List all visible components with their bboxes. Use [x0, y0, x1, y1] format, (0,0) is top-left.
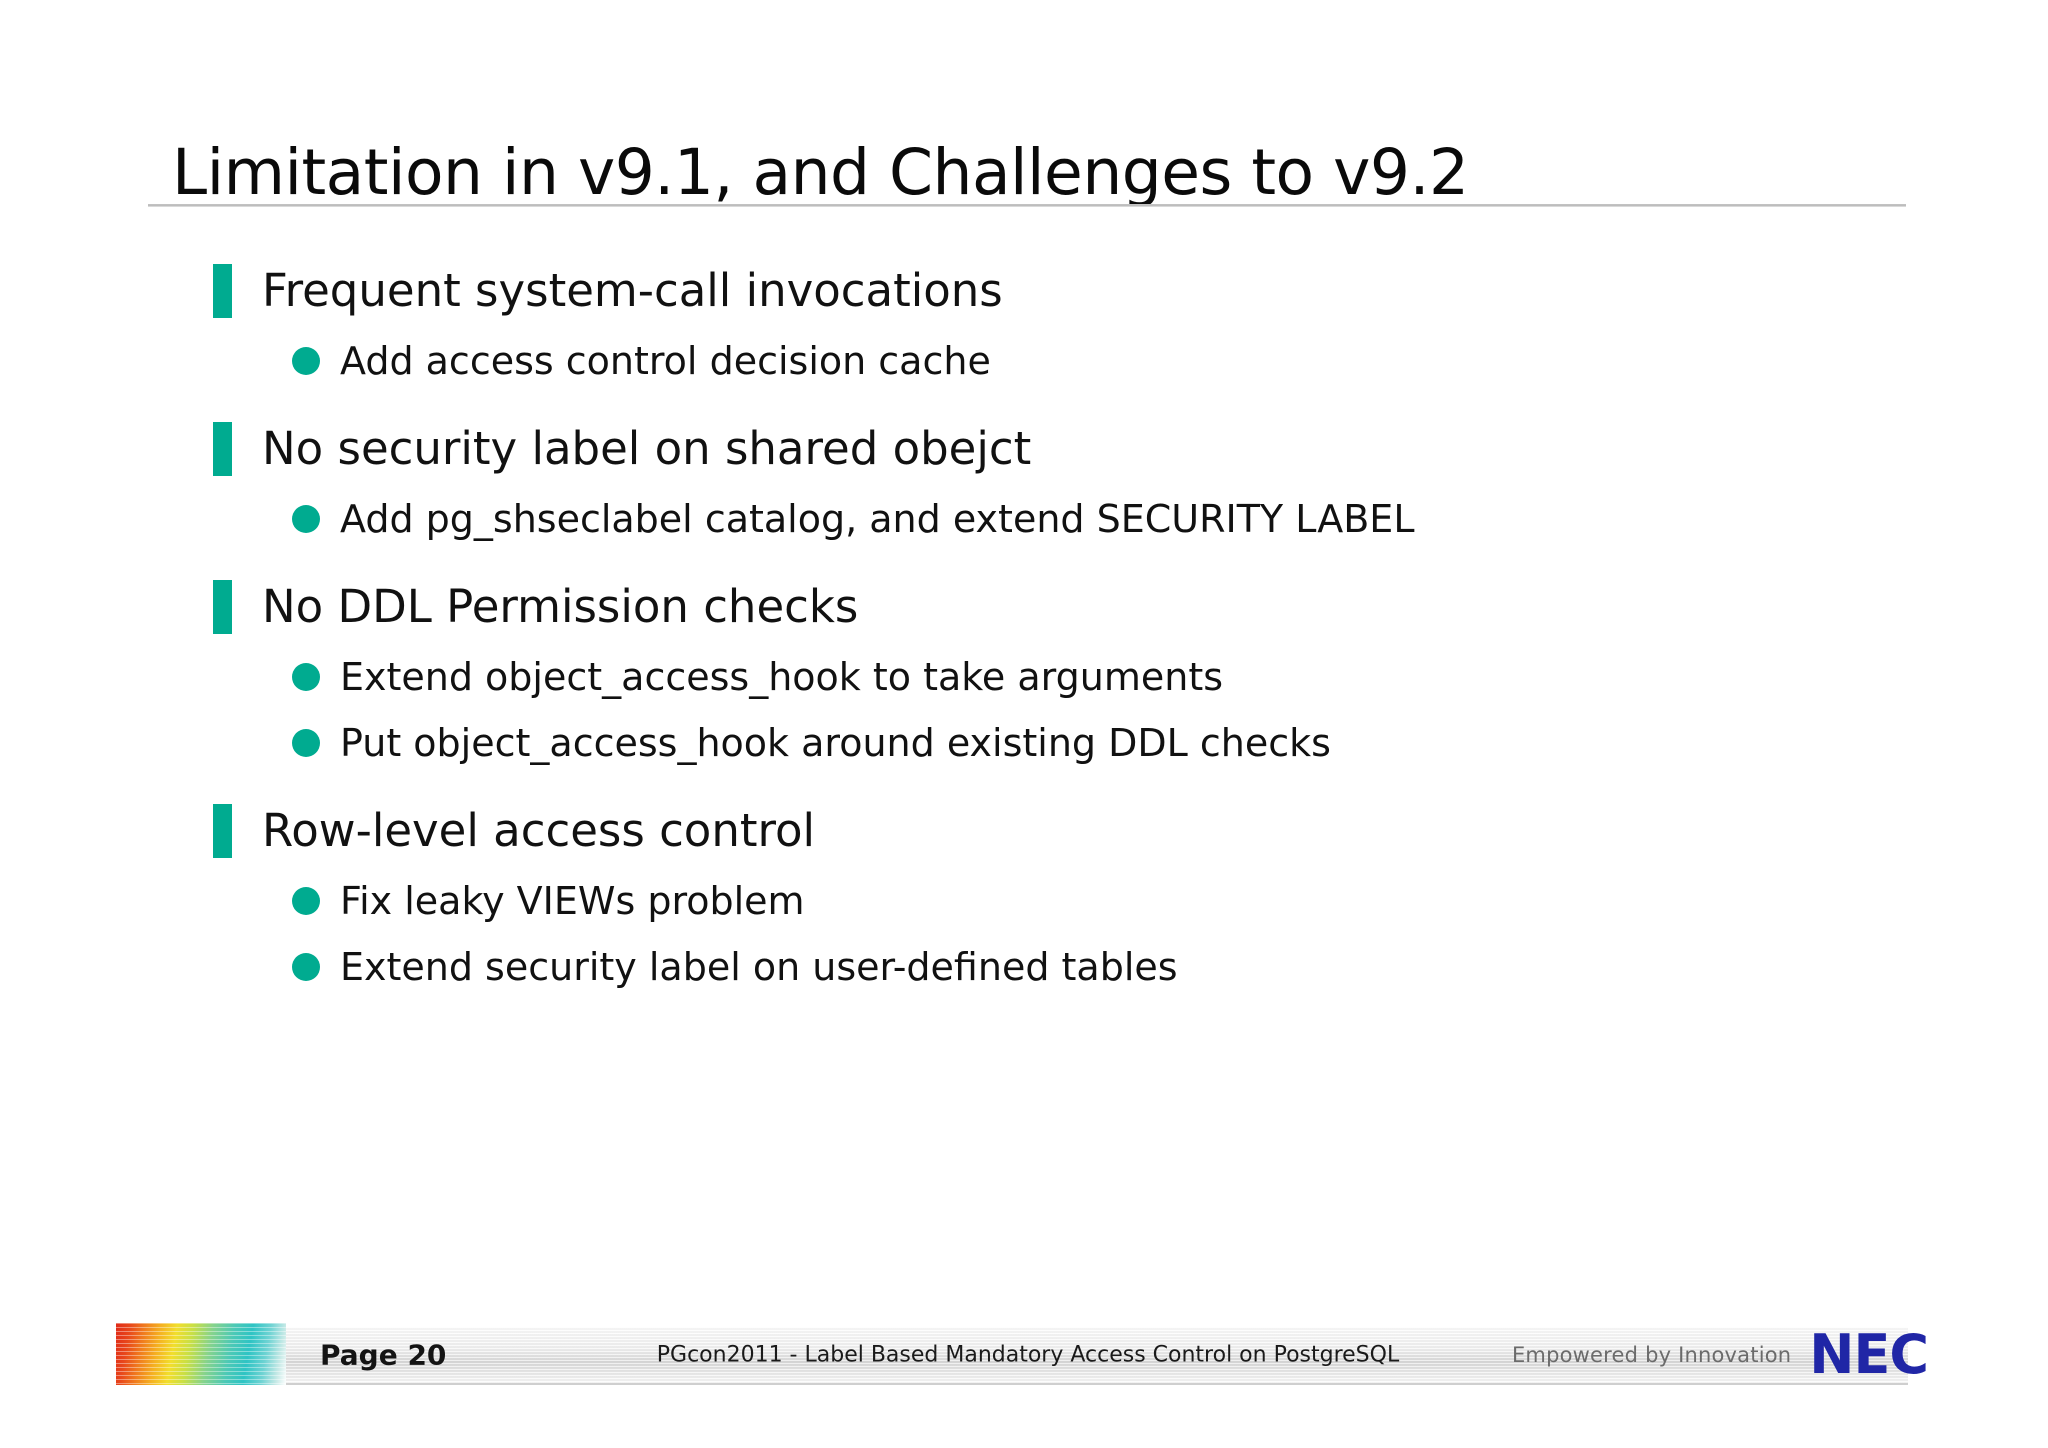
bullet-level1-label: Frequent system-call invocations	[262, 263, 1003, 317]
group-spacer	[0, 394, 2048, 410]
group-spacer	[0, 776, 2048, 792]
bullet-level2: Extend security label on user-defined ta…	[0, 934, 2048, 1000]
bullet-group: Row-level access control Fix leaky VIEWs…	[0, 792, 2048, 1000]
rainbow-swatch-icon	[116, 1323, 286, 1385]
nec-logo: Empowered by Innovation NEC	[1512, 1323, 1929, 1386]
bullet-level1: Row-level access control	[0, 792, 2048, 868]
bullet-level1: No DDL Permission checks	[0, 568, 2048, 644]
bullet-level2-label: Add pg_shseclabel catalog, and extend SE…	[340, 497, 1415, 541]
bullet-dot-icon	[292, 887, 320, 915]
bullet-level2-label: Put object_access_hook around existing D…	[340, 721, 1331, 765]
slide-footer: Page 20 PGcon2011 - Label Based Mandator…	[116, 1323, 1908, 1385]
bullet-level1: No security label on shared obejct	[0, 410, 2048, 486]
footer-title: PGcon2011 - Label Based Mandatory Access…	[656, 1342, 1400, 1368]
bullet-bar-icon	[213, 264, 232, 318]
bullet-bar-icon	[213, 804, 232, 858]
bullet-level1: Frequent system-call invocations	[0, 252, 2048, 328]
bullet-group: No security label on shared obejct Add p…	[0, 410, 2048, 552]
bullet-group: Frequent system-call invocations Add acc…	[0, 252, 2048, 394]
bullet-level2-label: Fix leaky VIEWs problem	[340, 879, 805, 923]
bullet-level2: Fix leaky VIEWs problem	[0, 868, 2048, 934]
bullet-level2: Put object_access_hook around existing D…	[0, 710, 2048, 776]
nec-wordmark-icon: NEC	[1809, 1323, 1929, 1386]
bullet-level1-label: No DDL Permission checks	[262, 579, 859, 633]
nec-tagline: Empowered by Innovation	[1511, 1343, 1792, 1367]
page-number: Page 20	[320, 1338, 447, 1372]
bullet-dot-icon	[292, 953, 320, 981]
bullet-level2: Add access control decision cache	[0, 328, 2048, 394]
bullet-level2-label: Extend object_access_hook to take argume…	[340, 655, 1224, 699]
bullet-level2: Extend object_access_hook to take argume…	[0, 644, 2048, 710]
bullet-dot-icon	[292, 663, 320, 691]
bullet-dot-icon	[292, 505, 320, 533]
bullet-bar-icon	[213, 580, 232, 634]
bullet-level1-label: Row-level access control	[262, 803, 816, 857]
page-title: Limitation in v9.1, and Challenges to v9…	[172, 136, 1469, 210]
bullet-bar-icon	[213, 422, 232, 476]
title-divider	[148, 204, 1906, 207]
bullet-level2: Add pg_shseclabel catalog, and extend SE…	[0, 486, 2048, 552]
bullet-level1-label: No security label on shared obejct	[262, 421, 1032, 475]
bullet-dot-icon	[292, 729, 320, 757]
bullet-list: Frequent system-call invocations Add acc…	[0, 252, 2048, 1000]
footer-bar	[148, 1327, 1908, 1385]
bullet-level2-label: Extend security label on user-defined ta…	[340, 945, 1178, 989]
bullet-level2-label: Add access control decision cache	[340, 339, 991, 383]
bullet-dot-icon	[292, 347, 320, 375]
group-spacer	[0, 552, 2048, 568]
bullet-group: No DDL Permission checks Extend object_a…	[0, 568, 2048, 776]
